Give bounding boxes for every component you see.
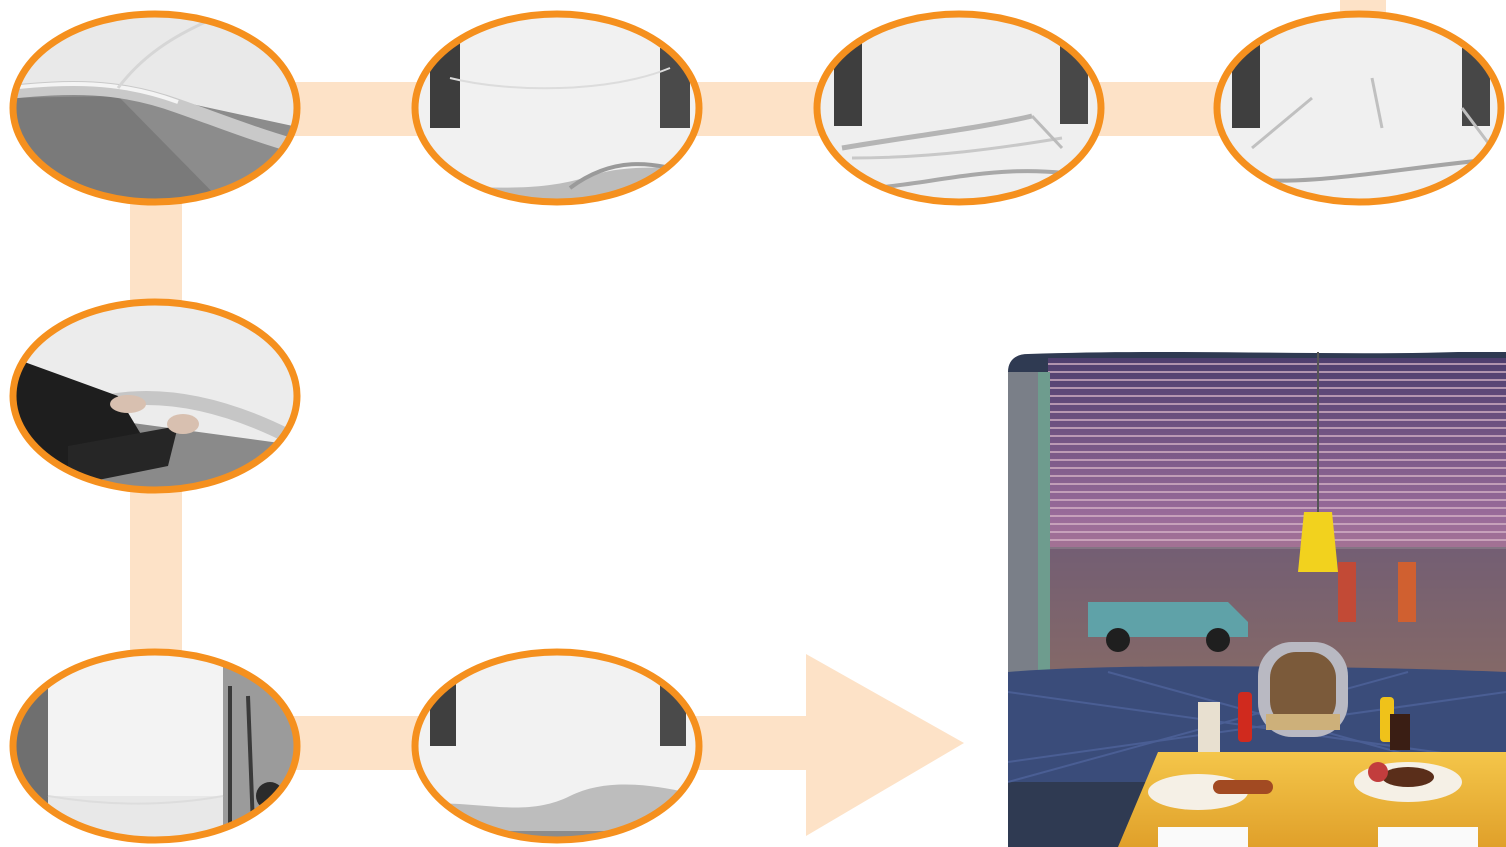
full-backdrop-stand-icon xyxy=(8,646,302,846)
step-5-hands-fitting xyxy=(8,296,302,496)
backdrop-curved-floor-icon xyxy=(410,646,704,846)
step-6-full-stand xyxy=(8,646,302,846)
step-2-wave xyxy=(410,8,704,208)
backdrop-frame-insert-icon xyxy=(812,8,1106,208)
step-4-frame-seated xyxy=(1212,8,1506,208)
step-3-frame-insert xyxy=(812,8,1106,208)
arrow-to-result xyxy=(806,654,964,836)
step-1-tube-clip xyxy=(8,8,302,208)
step-7-curved-floor xyxy=(410,646,704,846)
hands-fitting-tube-icon xyxy=(8,296,302,496)
backdrop-frame-seated-icon xyxy=(1212,8,1506,208)
backdrop-wave-icon xyxy=(410,8,704,208)
tube-clip-closeup-icon xyxy=(8,8,302,208)
result-backdrop-image xyxy=(1008,352,1506,847)
retro-diner-backdrop-icon xyxy=(1008,352,1506,847)
